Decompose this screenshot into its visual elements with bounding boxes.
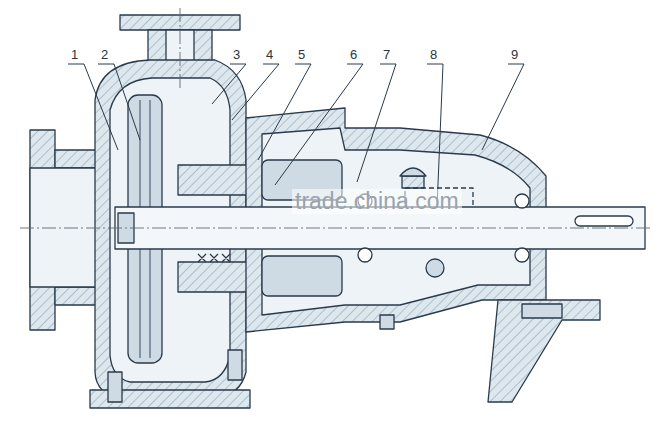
callout-number: 7 <box>383 48 390 61</box>
callout-number: 8 <box>430 48 437 61</box>
callout-number: 4 <box>266 48 273 61</box>
watermark: trade.china.com <box>292 189 462 214</box>
callout-number: 2 <box>101 48 108 61</box>
callout-number: 1 <box>71 48 78 61</box>
callout-number: 9 <box>511 48 518 61</box>
callout-number: 6 <box>350 48 357 61</box>
callout-number: 3 <box>233 48 240 61</box>
callout-number: 5 <box>298 48 305 61</box>
